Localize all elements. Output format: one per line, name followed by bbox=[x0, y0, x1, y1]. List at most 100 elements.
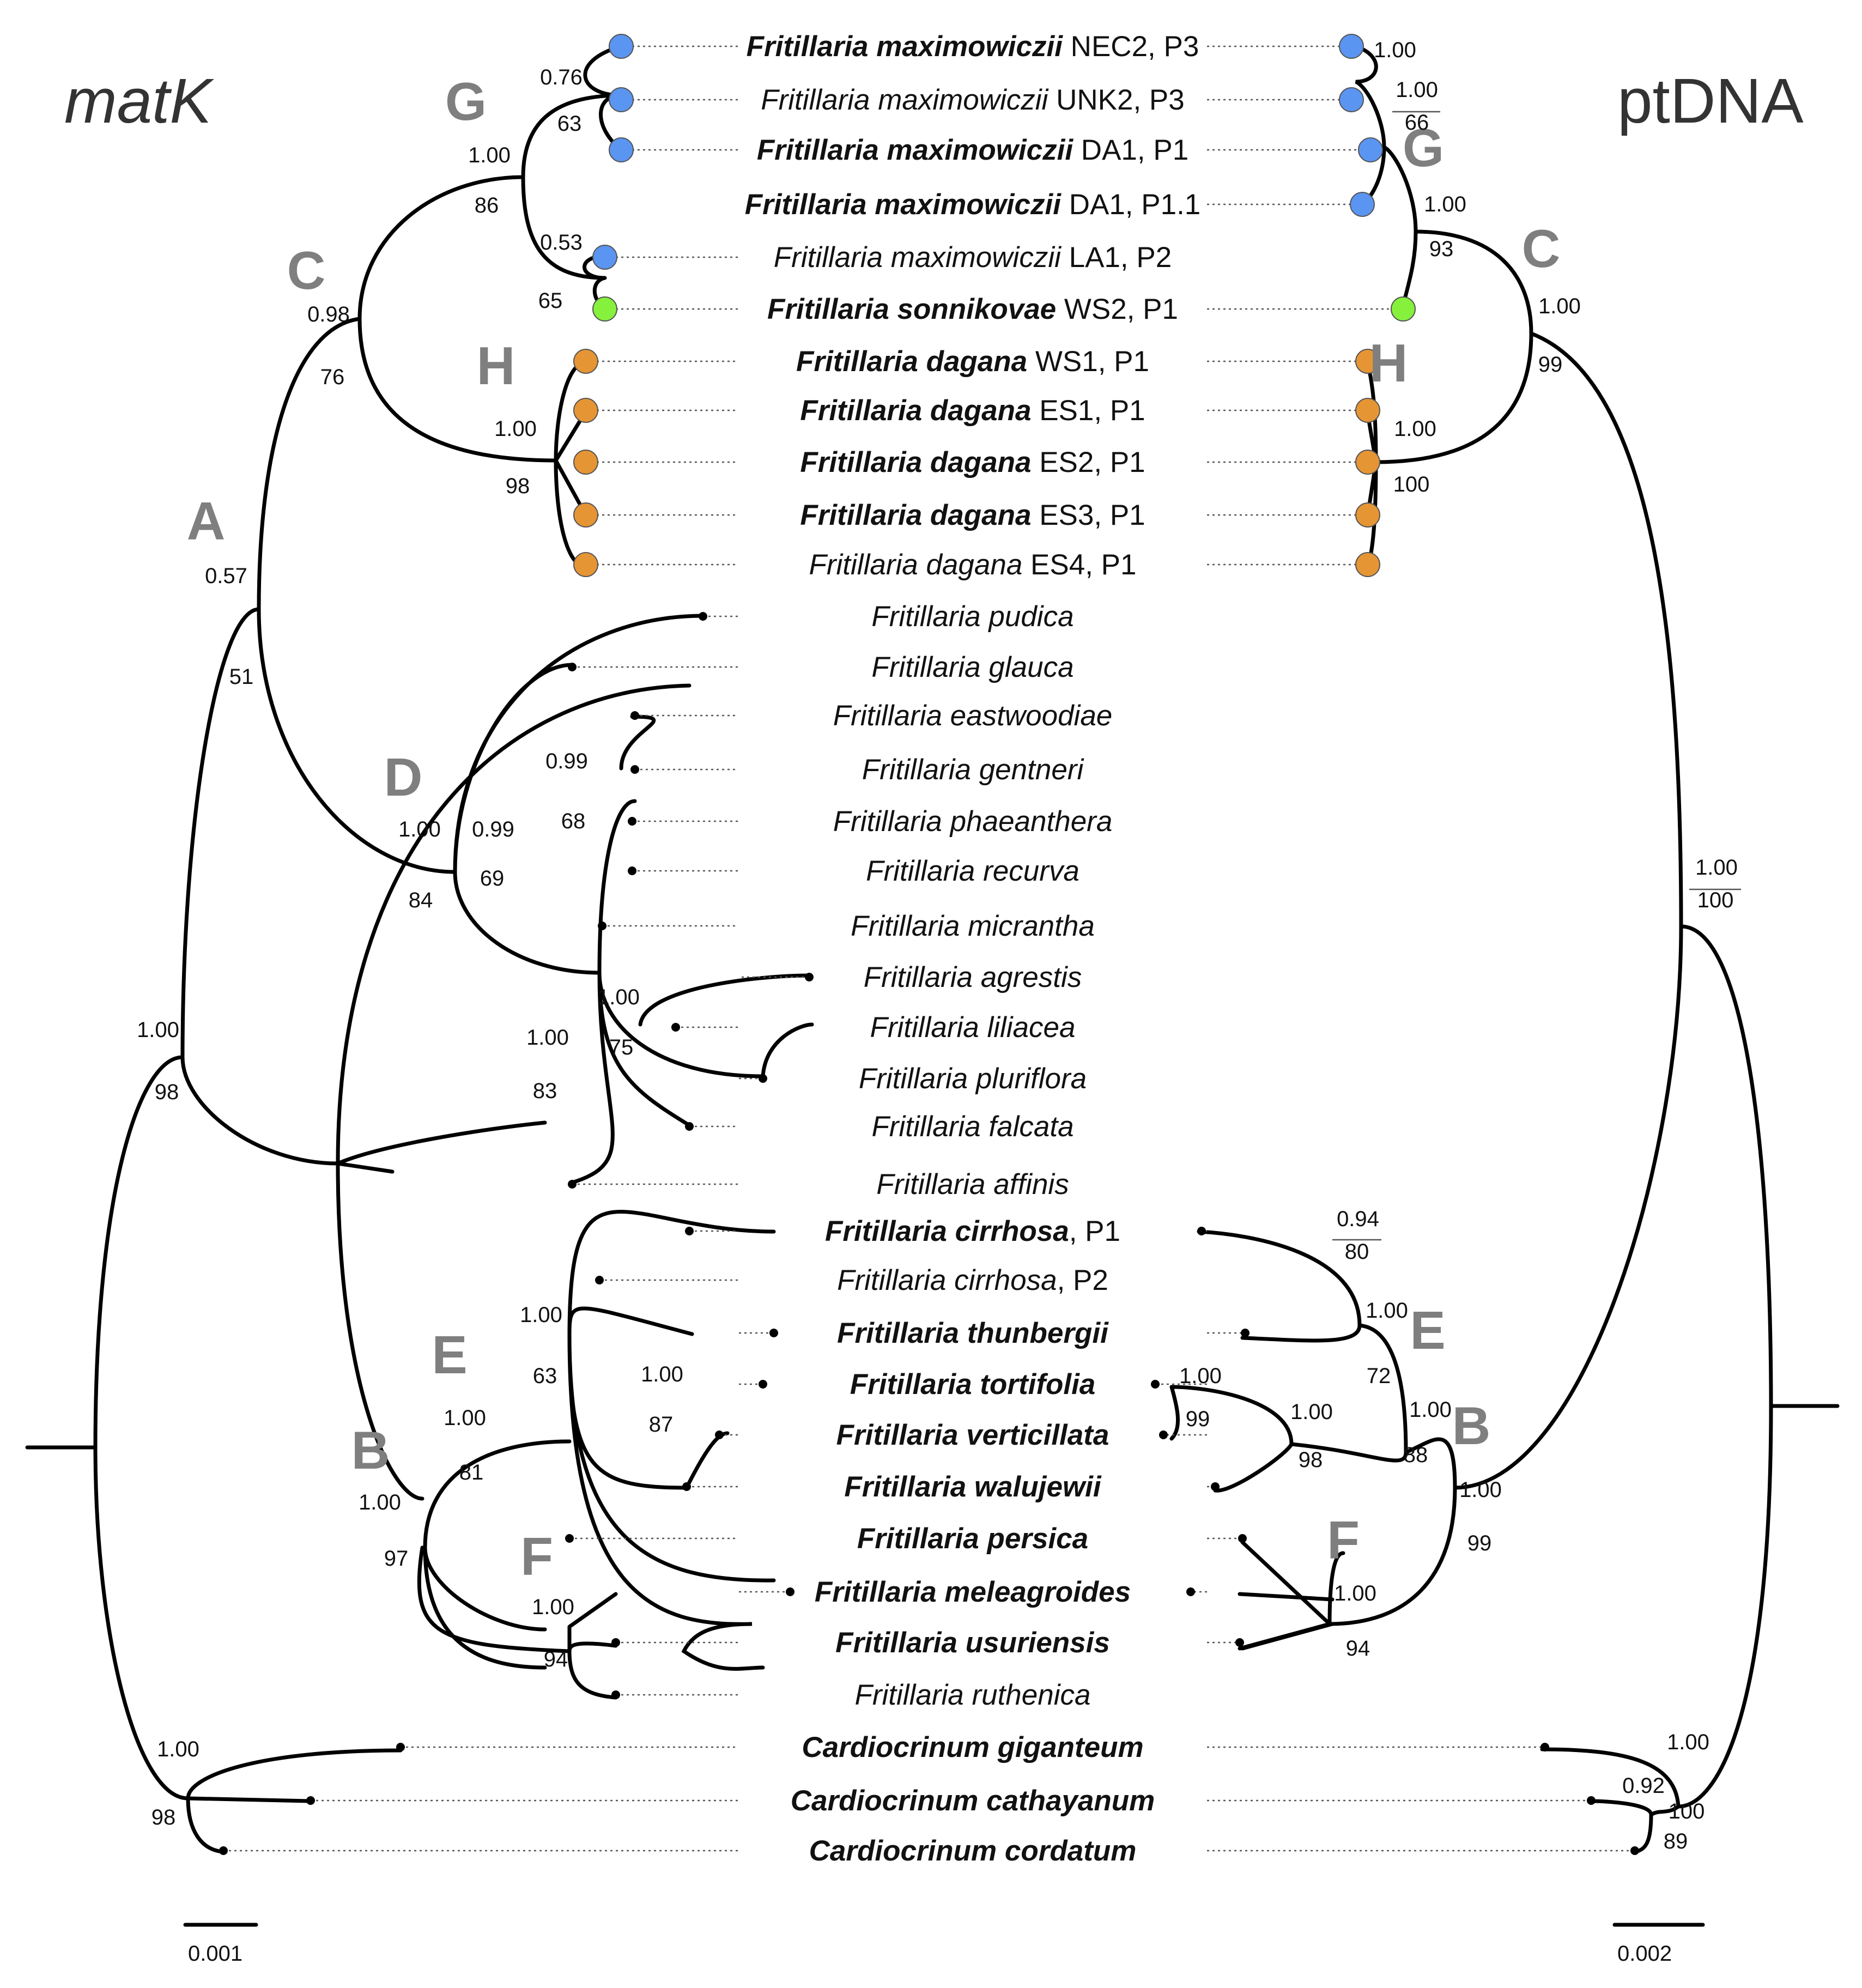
taxon-label: Fritillaria maximowiczii DA1, P1 bbox=[757, 134, 1188, 166]
support-value-left: 86 bbox=[475, 193, 499, 217]
support-value-left: 68 bbox=[561, 809, 586, 833]
taxon-label: Fritillaria maximowiczii DA1, P1.1 bbox=[745, 189, 1201, 221]
left-tip-node bbox=[699, 612, 707, 621]
matk-branch bbox=[567, 1210, 776, 1671]
support-value-right: 1.00 bbox=[1290, 1400, 1333, 1424]
left-tip-node bbox=[685, 1227, 694, 1235]
taxon-label: Fritillaria glauca bbox=[871, 651, 1073, 683]
support-value-left: 63 bbox=[557, 112, 582, 136]
right-tip-node bbox=[1630, 1846, 1639, 1855]
support-value-right: 1.00 bbox=[1667, 1730, 1709, 1754]
taxon-label: Fritillaria cirrhosa, P1 bbox=[825, 1215, 1120, 1247]
taxon-label: Fritillaria dagana ES2, P1 bbox=[800, 446, 1145, 478]
taxon-label: Fritillaria thunbergii bbox=[837, 1317, 1109, 1349]
support-value-right: 80 bbox=[1345, 1240, 1369, 1264]
support-value-right: 1.00 bbox=[1396, 78, 1438, 102]
ptdna-tree: 0.002 bbox=[1169, 47, 1840, 1966]
matk-branch bbox=[357, 317, 588, 569]
taxon-label: Cardiocrinum cathayanum bbox=[791, 1785, 1155, 1817]
left-colored-tip bbox=[609, 137, 634, 162]
support-value-left: 1.00 bbox=[137, 1018, 179, 1042]
left-tip-node bbox=[805, 973, 814, 981]
clade-label-left: D bbox=[384, 747, 423, 807]
taxon-label: Fritillaria usuriensis bbox=[835, 1627, 1110, 1659]
support-value-left: 0.98 bbox=[307, 302, 350, 326]
ptdna-branch bbox=[1238, 1592, 1335, 1651]
right-colored-tip bbox=[1355, 349, 1380, 374]
support-value-right: 1.00 bbox=[1538, 294, 1581, 318]
clade-label-right: C bbox=[1522, 219, 1561, 278]
taxon-label: Fritillaria pluriflora bbox=[859, 1063, 1087, 1095]
taxon-label: Fritillaria liliacea bbox=[870, 1011, 1076, 1044]
right-colored-tip bbox=[1391, 296, 1416, 322]
left-tip-node bbox=[759, 1380, 767, 1389]
clade-label-left: C bbox=[287, 240, 326, 300]
matk-branch bbox=[423, 1439, 572, 1670]
left-colored-tip bbox=[573, 502, 598, 528]
support-value-left: 1.00 bbox=[468, 143, 511, 167]
taxon-label: Fritillaria ruthenica bbox=[855, 1679, 1091, 1711]
support-value-right: 99 bbox=[1467, 1531, 1492, 1555]
support-value-right: 88 bbox=[1404, 1443, 1428, 1467]
clade-label-left: G bbox=[445, 71, 487, 131]
left-colored-tip bbox=[609, 87, 634, 112]
ptdna-title: ptDNA bbox=[1617, 65, 1804, 136]
support-value-left: 1.00 bbox=[444, 1406, 486, 1430]
support-value-left: 1.00 bbox=[597, 985, 640, 1009]
right-colored-tip bbox=[1358, 137, 1383, 162]
clade-label-right: E bbox=[1410, 1300, 1445, 1360]
right-tip-node bbox=[1235, 1638, 1244, 1647]
taxon-label: Fritillaria maximowiczii LA1, P2 bbox=[774, 241, 1172, 274]
left-tip-node bbox=[306, 1796, 315, 1805]
support-value-left: 63 bbox=[533, 1364, 557, 1388]
left-tip-node bbox=[715, 1431, 724, 1439]
right-tip-node bbox=[1241, 1329, 1250, 1337]
taxon-label: Fritillaria meleagroides bbox=[815, 1576, 1131, 1608]
support-value-left: 98 bbox=[155, 1080, 179, 1104]
clade-label-left: F bbox=[520, 1526, 553, 1586]
matk-scale-label: 0.001 bbox=[188, 1942, 242, 1966]
left-colored-tip bbox=[573, 450, 598, 475]
left-tip-node bbox=[611, 1638, 620, 1647]
taxon-labels: Fritillaria maximowiczii NEC2, P3Fritill… bbox=[745, 31, 1201, 1867]
support-value-right: 66 bbox=[1405, 111, 1429, 135]
support-value-left: 65 bbox=[538, 289, 563, 313]
matk-branch bbox=[257, 607, 814, 1185]
left-tip-node bbox=[628, 817, 636, 826]
support-value-left: 98 bbox=[506, 474, 530, 498]
right-colored-tip bbox=[1355, 398, 1380, 423]
ptdna-branch bbox=[1355, 47, 1773, 1408]
clade-label-right: G bbox=[1403, 118, 1444, 178]
support-value-right: 100 bbox=[1393, 472, 1430, 496]
right-tip-node bbox=[1587, 1796, 1596, 1805]
matk-branch bbox=[180, 683, 692, 1501]
left-tip-node bbox=[630, 765, 639, 774]
support-value-right: 98 bbox=[1299, 1448, 1323, 1472]
matk-title: matK bbox=[64, 65, 214, 136]
left-colored-tip bbox=[592, 245, 617, 270]
support-value-right: 99 bbox=[1186, 1407, 1210, 1431]
support-value-right: 1.00 bbox=[1374, 38, 1416, 62]
ptdna-branch bbox=[1169, 924, 1683, 1493]
taxon-label: Fritillaria agrestis bbox=[864, 961, 1082, 993]
clade-label-left: H bbox=[477, 336, 515, 396]
support-value-left: 87 bbox=[649, 1413, 674, 1437]
right-colored-tip bbox=[1339, 34, 1364, 59]
taxon-label: Fritillaria eastwoodiae bbox=[833, 700, 1113, 732]
support-value-right: 72 bbox=[1367, 1364, 1391, 1388]
right-colored-tip bbox=[1350, 192, 1375, 217]
right-colored-tip bbox=[1355, 502, 1380, 528]
support-values: 0.76631.00860.53650.98761.00980.57511.00… bbox=[137, 38, 1741, 1853]
support-value-right: 99 bbox=[1538, 353, 1563, 377]
clade-label-left: E bbox=[432, 1325, 467, 1385]
taxon-label: Fritillaria cirrhosa, P2 bbox=[837, 1264, 1108, 1296]
support-value-left: 84 bbox=[409, 888, 433, 912]
support-value-right: 1.00 bbox=[1334, 1581, 1376, 1605]
taxon-label: Fritillaria dagana WS1, P1 bbox=[796, 346, 1149, 378]
support-value-right: 1.00 bbox=[1366, 1299, 1408, 1323]
left-tip-node bbox=[396, 1743, 405, 1751]
support-value-left: 1.00 bbox=[359, 1490, 401, 1514]
right-tip-node bbox=[1186, 1587, 1195, 1596]
